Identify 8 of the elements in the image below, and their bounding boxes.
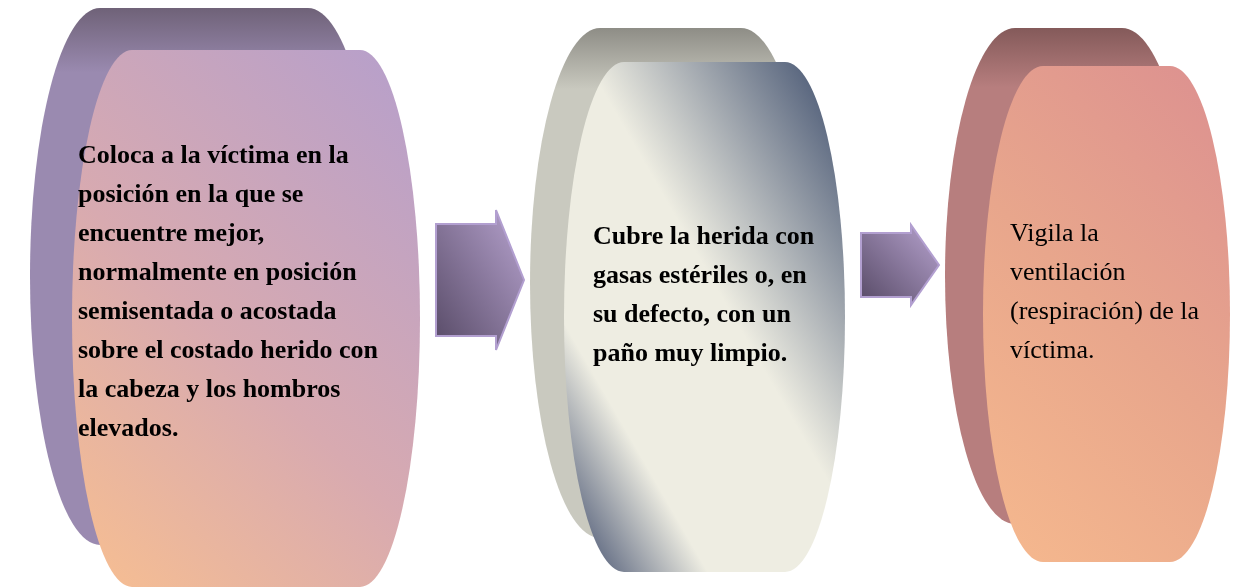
step-text: Cubre la herida con gasas estériles o, en su defecto, con un paño muy limpio. (593, 220, 816, 369)
drum-shape (30, 8, 420, 587)
step-text: Coloca a la víctima en la posición en la que se encuentre mejor, normalmente en posición semisentada o acostada sobre el costado herido con la cabeza y los hombros elevados. (78, 139, 379, 444)
step-text: Vigila la ventilación (respiración) de la víctima. (1010, 217, 1201, 366)
drum-shape (945, 28, 1230, 562)
block-arrow (435, 209, 526, 351)
drum-shape (530, 28, 845, 572)
block-arrow (860, 221, 941, 309)
